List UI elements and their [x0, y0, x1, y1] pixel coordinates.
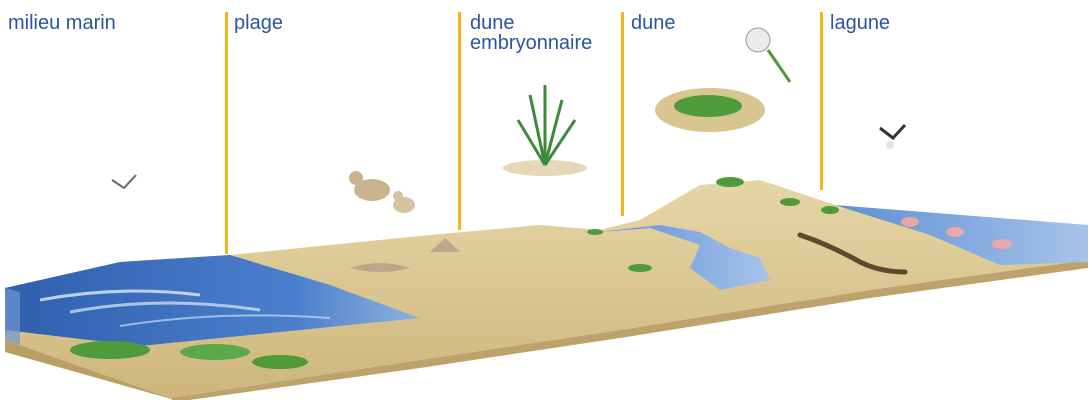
flower-illustration — [746, 28, 790, 82]
tern-bird — [112, 175, 136, 188]
plover-birds — [349, 171, 415, 213]
flying-bird — [880, 125, 905, 149]
plant-illustration — [503, 85, 587, 176]
grass-tuft-illustration — [655, 88, 765, 132]
